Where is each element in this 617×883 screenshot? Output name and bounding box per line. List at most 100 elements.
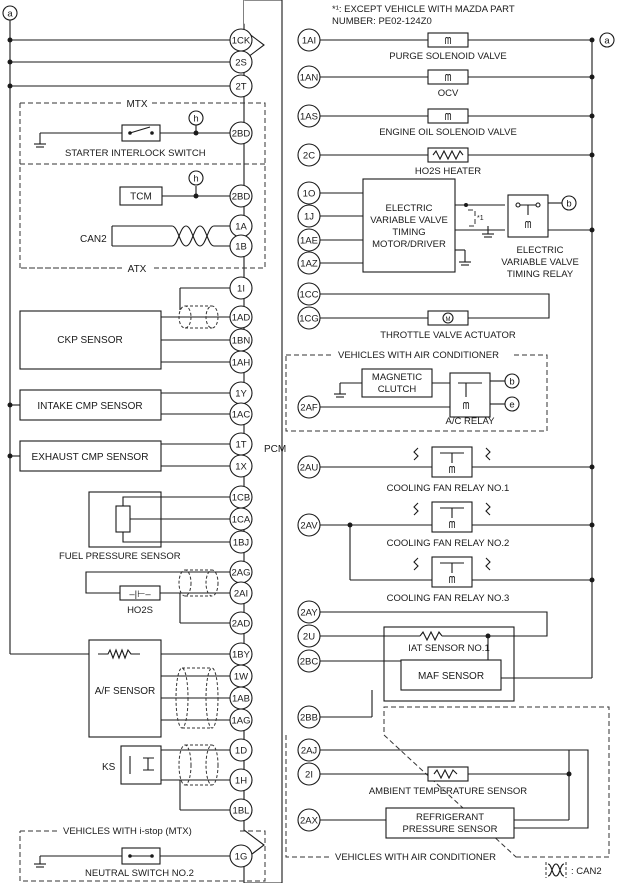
right-pin-label: 2AF: [300, 403, 318, 414]
svg-text:VARIABLE VALVE: VARIABLE VALVE: [501, 257, 579, 268]
svg-text:ᗰ: ᗰ: [445, 112, 452, 123]
svg-text:MAGNETIC: MAGNETIC: [372, 372, 422, 383]
right-pin-17: 2AJ: [297, 738, 321, 762]
svg-text:IAT SENSOR NO.1: IAT SENSOR NO.1: [408, 643, 489, 654]
left-pin-22: 1W: [229, 664, 253, 688]
svg-text:b: b: [566, 199, 571, 210]
left-pin-16: 1CA: [229, 507, 253, 531]
svg-text:MOTOR/DRIVER: MOTOR/DRIVER: [372, 239, 446, 250]
right-pin-group: 1AI1AN1AS2C1O1J1AE1AZ1CC1CG2AF2AU2AV2AY2…: [297, 28, 321, 832]
svg-text:REFRIGERANT: REFRIGERANT: [416, 812, 484, 823]
ocv: ᗰ OCV: [320, 69, 595, 99]
right-pin-label: 2AY: [300, 608, 318, 619]
starter-interlock-label: STARTER INTERLOCK SWITCH: [65, 148, 206, 159]
left-pin-label: 2AI: [234, 589, 248, 600]
left-pin-label: 2T: [235, 82, 246, 93]
right-pin-3: 2C: [297, 143, 321, 167]
svg-text:MAF SENSOR: MAF SENSOR: [418, 671, 484, 682]
evvt-motor-driver: ELECTRIC VARIABLE VALVE TIMING MOTOR/DRI…: [320, 178, 505, 273]
right-pin-label: 2U: [303, 632, 315, 643]
af-sensor: A/F SENSOR: [10, 639, 230, 738]
left-pin-3: 2BD: [229, 121, 253, 145]
left-pin-label: 1T: [235, 440, 246, 451]
svg-text:CKP SENSOR: CKP SENSOR: [57, 335, 122, 346]
svg-text:VEHICLES WITH AIR CONDITIONER: VEHICLES WITH AIR CONDITIONER: [335, 852, 496, 863]
right-pin-6: 1AE: [297, 228, 321, 252]
left-pin-label: 1CB: [232, 493, 250, 504]
right-pin-label: 1AE: [300, 236, 318, 247]
right-pin-18: 2I: [297, 762, 321, 786]
left-pin-label: 1BN: [232, 336, 251, 347]
svg-text:A/C RELAY: A/C RELAY: [446, 416, 496, 427]
right-pin-2: 1AS: [297, 104, 321, 128]
left-pin-8: 1AD: [229, 305, 253, 329]
left-pin-label: 2BD: [232, 192, 251, 203]
svg-text:ᗰ: ᗰ: [445, 73, 452, 84]
svg-text:ENGINE OIL SOLENOID VALVE: ENGINE OIL SOLENOID VALVE: [379, 127, 517, 138]
pcm-label: PCM: [264, 444, 286, 455]
header-note-line1: *¹: EXCEPT VEHICLE WITH MAZDA PART: [332, 4, 515, 15]
right-pin-label: 2C: [303, 151, 315, 162]
right-pin-label: 2AV: [300, 521, 318, 532]
pcm-body: [243, 0, 283, 883]
evvt-relay: ᗰ b ELECTRIC VARIABLE VALVE TIMING RELAY: [501, 194, 595, 280]
right-pin-15: 2BC: [297, 649, 321, 673]
svg-text:PRESSURE SENSOR: PRESSURE SENSOR: [402, 824, 497, 835]
svg-text:M: M: [446, 317, 451, 323]
header-note-line2: NUMBER: PE02-124Z0: [332, 16, 432, 27]
left-pin-21: 1BY: [229, 642, 253, 666]
left-pin-label: 1I: [237, 284, 245, 295]
right-pin-4: 1O: [297, 181, 321, 205]
connector-a-left: a: [2, 5, 18, 21]
tcm: TCM h: [119, 170, 230, 206]
left-pin-label: 1B: [235, 242, 247, 253]
svg-text:CAN2: CAN2: [80, 234, 107, 245]
atx-label: ATX: [128, 264, 147, 275]
svg-text:ELECTRIC: ELECTRIC: [517, 245, 564, 256]
left-pin-26: 1H: [229, 768, 253, 792]
svg-text:COOLING FAN RELAY NO.2: COOLING FAN RELAY NO.2: [387, 538, 510, 549]
svg-text:e: e: [509, 400, 514, 411]
left-pin-label: 1AH: [232, 358, 251, 369]
svg-text:: CAN2: : CAN2: [571, 866, 602, 877]
left-pin-label: 1CA: [232, 515, 251, 526]
svg-text:NEUTRAL SWITCH NO.2: NEUTRAL SWITCH NO.2: [85, 868, 194, 879]
throttle-valve-actuator: M THROTTLE VALVE ACTUATOR: [320, 293, 550, 341]
svg-text:ᗰ: ᗰ: [449, 465, 456, 476]
legend-can2: : CAN2: [545, 862, 602, 878]
purge-solenoid-valve: ᗰ PURGE SOLENOID VALVE: [320, 32, 595, 62]
right-pin-label: 1AN: [300, 73, 319, 84]
svg-text:VEHICLES WITH AIR CONDITIONER: VEHICLES WITH AIR CONDITIONER: [338, 350, 499, 361]
left-pin-18: 2AG: [229, 560, 253, 584]
svg-text:PURGE SOLENOID VALVE: PURGE SOLENOID VALVE: [389, 51, 506, 62]
svg-text:b: b: [509, 377, 514, 388]
right-pin-0: 1AI: [297, 28, 321, 52]
left-pin-11: 1Y: [229, 381, 253, 405]
right-pin-label: 2BC: [300, 657, 319, 668]
left-pin-10: 1AH: [229, 350, 253, 374]
svg-text:FUEL PRESSURE SENSOR: FUEL PRESSURE SENSOR: [59, 551, 181, 562]
left-pin-label: 1AB: [232, 694, 250, 705]
right-pin-label: 1CG: [299, 314, 319, 325]
right-pin-10: 2AF: [297, 395, 321, 419]
right-pin-label: 1O: [303, 189, 316, 200]
right-pin-label: 1CC: [299, 290, 318, 301]
svg-text:VEHICLES WITH i-stop (MTX): VEHICLES WITH i-stop (MTX): [63, 826, 192, 837]
svg-text:ᗰ: ᗰ: [463, 401, 470, 412]
svg-text:HO2S HEATER: HO2S HEATER: [415, 166, 481, 177]
starter-interlock-switch: h STARTER INTERLOCK SWITCH: [34, 110, 230, 159]
left-pin-label: 1D: [235, 746, 247, 757]
ho2s-heater: HO2S HEATER: [320, 147, 595, 177]
left-pin-0: 1CK: [229, 28, 253, 52]
left-pin-label: 1X: [235, 462, 247, 473]
svg-text:AMBIENT TEMPERATURE SENSOR: AMBIENT TEMPERATURE SENSOR: [369, 786, 527, 797]
neutral-switch: VEHICLES WITH i-stop (MTX) NEUTRAL SWITC…: [19, 826, 266, 882]
left-pin-19: 2AI: [229, 581, 253, 605]
right-pin-label: 1J: [304, 212, 314, 223]
left-pin-label: 2S: [235, 58, 247, 69]
left-pin-17: 1BJ: [229, 530, 253, 554]
svg-text:CLUTCH: CLUTCH: [378, 384, 417, 395]
left-pin-4: 2BD: [229, 184, 253, 208]
left-pin-5: 1A: [229, 214, 253, 238]
